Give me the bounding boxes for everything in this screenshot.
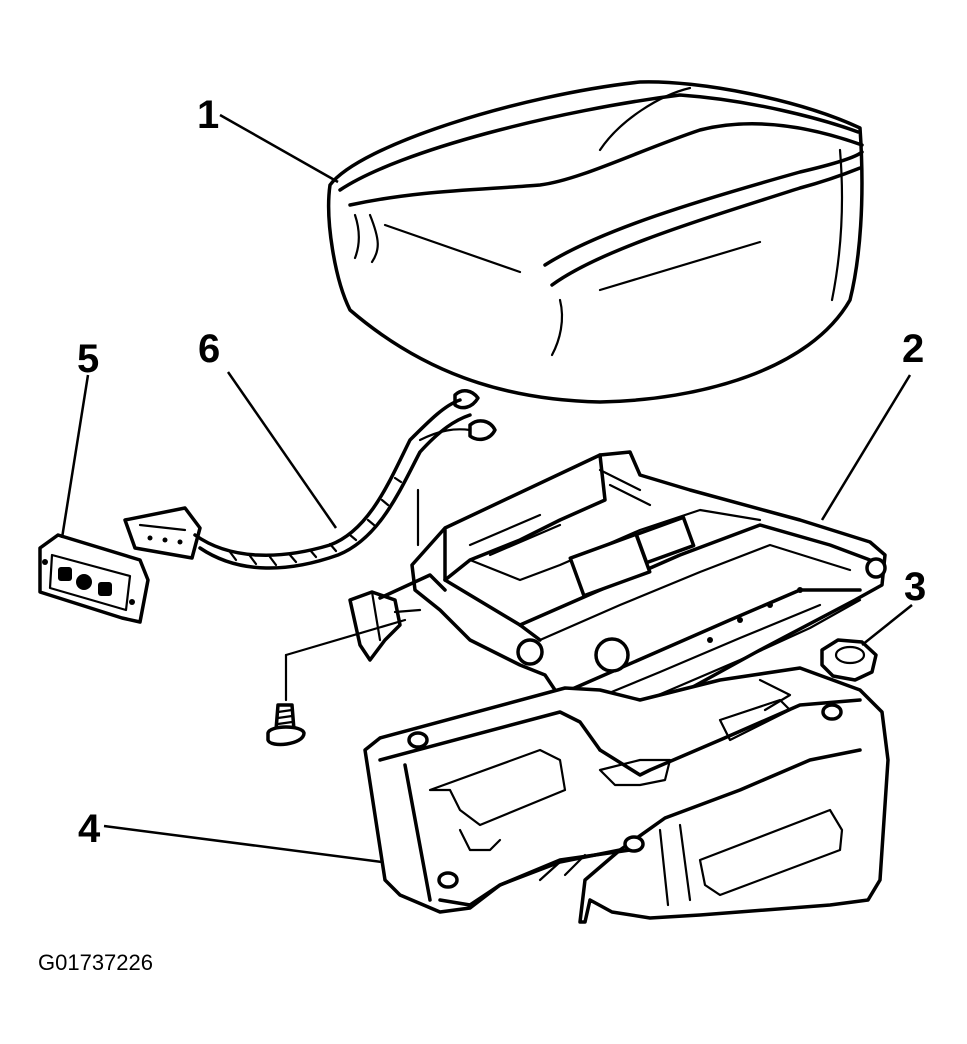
bolt xyxy=(266,488,420,747)
callout-1: 1 xyxy=(197,93,339,184)
callout-3: 3 xyxy=(861,565,926,646)
figure-id: G01737226 xyxy=(38,950,153,975)
svg-text:1: 1 xyxy=(197,93,219,137)
seat-riser xyxy=(363,666,890,924)
seat-adjuster xyxy=(348,450,887,762)
svg-text:4: 4 xyxy=(78,807,101,851)
callout-4: 4 xyxy=(78,807,383,864)
callout-2: 2 xyxy=(820,327,924,521)
seat-switch xyxy=(38,533,150,624)
svg-text:3: 3 xyxy=(904,565,926,609)
svg-text:2: 2 xyxy=(902,327,924,371)
callout-5: 5 xyxy=(60,337,99,539)
svg-text:6: 6 xyxy=(198,327,220,371)
nut xyxy=(820,638,878,682)
svg-text:5: 5 xyxy=(77,337,99,381)
callout-6: 6 xyxy=(198,327,338,529)
seat-cushion xyxy=(326,80,864,404)
wiring-harness xyxy=(123,389,497,570)
